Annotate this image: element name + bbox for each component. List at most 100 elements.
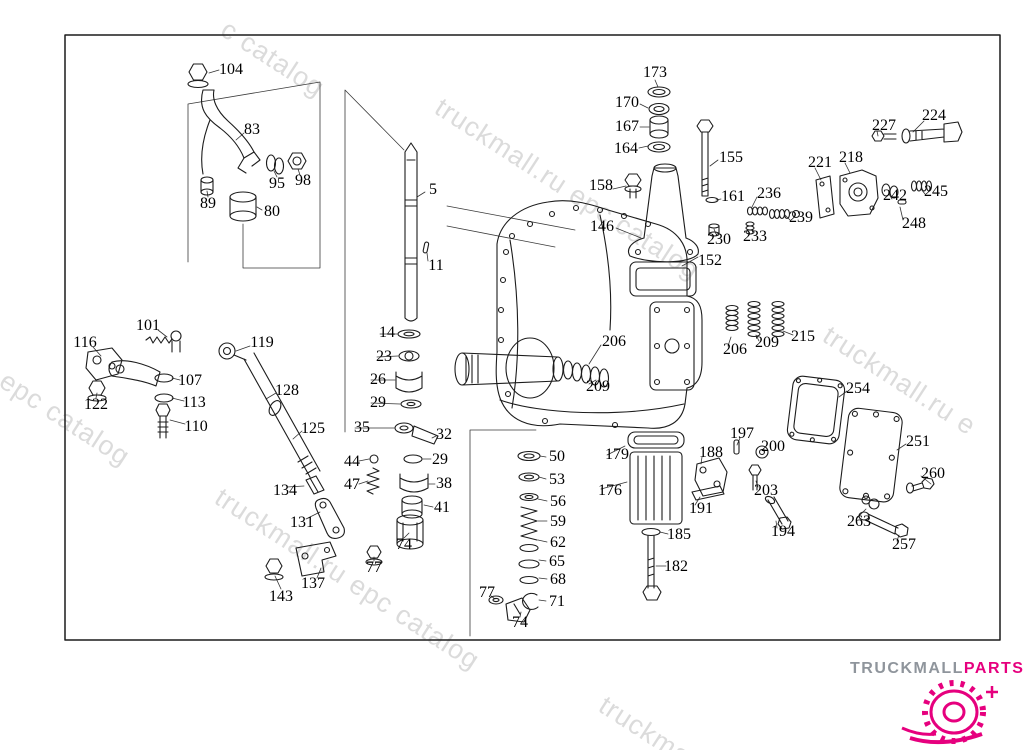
part-number-label: 59 xyxy=(550,513,566,530)
part-number-label: 155 xyxy=(719,149,743,166)
part-number-label: 263 xyxy=(847,513,871,530)
part-number-label: 188 xyxy=(699,444,723,461)
part-number-label: 32 xyxy=(436,426,452,443)
part-number-label: 230 xyxy=(707,231,731,248)
part-number-label: 254 xyxy=(846,380,870,397)
part-number-label: 125 xyxy=(301,420,325,437)
part-number-label: 260 xyxy=(921,465,945,482)
part-number-label: 47 xyxy=(344,476,360,493)
part-number-label: 35 xyxy=(354,419,370,436)
part-number-label: 209 xyxy=(755,334,779,351)
part-number-label: 83 xyxy=(244,121,260,138)
part-number-label: 161 xyxy=(721,188,745,205)
part-number-label: 176 xyxy=(598,482,622,499)
part-number-label: 146 xyxy=(590,218,614,235)
part-number-label: 131 xyxy=(290,514,314,531)
detent-springs-art xyxy=(725,300,785,338)
part-number-label: 239 xyxy=(789,209,813,226)
part-number-label: 110 xyxy=(184,418,208,435)
part-number-label: 65 xyxy=(549,553,565,570)
part-number-label: 77 xyxy=(479,584,495,601)
shift-tower-art xyxy=(624,86,714,297)
part-number-label: 122 xyxy=(84,396,108,413)
part-number-label: 200 xyxy=(761,438,785,455)
part-number-label: 23 xyxy=(376,348,392,365)
part-number-label: 80 xyxy=(264,203,280,220)
part-number-label: 74 xyxy=(396,536,412,553)
part-number-label: 95 xyxy=(269,175,285,192)
part-number-label: 257 xyxy=(892,536,916,553)
interlock-housing-art xyxy=(815,121,963,219)
part-number-label: 5 xyxy=(429,181,437,198)
part-number-label: 29 xyxy=(370,394,386,411)
part-number-label: 203 xyxy=(754,482,778,499)
part-number-label: 107 xyxy=(178,372,202,389)
part-number-label: 206 xyxy=(602,333,626,350)
part-number-label: 14 xyxy=(379,324,395,341)
part-number-label: 74 xyxy=(512,614,528,631)
washer-spring-column-art xyxy=(488,450,541,623)
gearbox-housing-art xyxy=(495,200,703,429)
part-number-label: 167 xyxy=(615,118,639,135)
linkage-lever-art xyxy=(85,330,345,581)
part-number-label: 245 xyxy=(924,183,948,200)
part-number-label: 53 xyxy=(549,471,565,488)
part-number-label: 128 xyxy=(275,382,299,399)
part-number-label: 98 xyxy=(295,172,311,189)
part-number-label: 185 xyxy=(667,526,691,543)
shifter-cover-art xyxy=(627,431,792,601)
part-number-label: 170 xyxy=(615,94,639,111)
part-number-label: 197 xyxy=(730,425,754,442)
part-number-label: 101 xyxy=(136,317,160,334)
part-number-label: 182 xyxy=(664,558,688,575)
part-number-label: 164 xyxy=(614,140,638,157)
part-number-label: 62 xyxy=(550,534,566,551)
part-number-label: 41 xyxy=(434,499,450,516)
part-number-label: 221 xyxy=(808,154,832,171)
part-number-label: 158 xyxy=(589,177,613,194)
part-number-label: 137 xyxy=(301,575,325,592)
fork-and-washer-stack-art xyxy=(365,329,439,566)
part-number-label: 56 xyxy=(550,493,566,510)
part-number-label: 218 xyxy=(839,149,863,166)
part-number-label: 29 xyxy=(432,451,448,468)
part-number-label: 113 xyxy=(182,394,206,411)
brand-logo: TRUCKMALLPARTS xyxy=(850,660,1023,750)
part-number-label: 194 xyxy=(771,523,795,540)
brand-name: TRUCKMALL xyxy=(850,660,964,677)
part-number-label: 224 xyxy=(922,107,946,124)
detent-pin-parts-art xyxy=(705,196,801,237)
part-number-label: 68 xyxy=(550,571,566,588)
brand-gear-icon xyxy=(901,680,998,745)
part-number-label: 215 xyxy=(791,328,815,345)
part-number-label: 191 xyxy=(689,500,713,517)
part-number-label: 209 xyxy=(586,378,610,395)
part-number-label: 179 xyxy=(605,446,629,463)
part-number-label: 71 xyxy=(549,593,565,610)
part-number-label: 173 xyxy=(643,64,667,81)
part-number-label: 152 xyxy=(698,252,722,269)
brand-logo-text: TRUCKMALLPARTS xyxy=(850,660,1023,678)
part-number-label: 233 xyxy=(743,228,767,245)
part-number-label: 251 xyxy=(906,433,930,450)
part-number-label: 143 xyxy=(269,588,293,605)
part-number-label: 11 xyxy=(428,257,444,274)
part-number-label: 134 xyxy=(273,482,297,499)
cover-plates-art xyxy=(786,375,935,538)
brand-name-accent: PARTS xyxy=(963,660,1024,677)
part-number-label: 248 xyxy=(902,215,926,232)
part-number-label: 116 xyxy=(73,334,97,351)
diagram-frame-border xyxy=(64,34,1001,641)
output-shaft-art xyxy=(454,352,610,388)
part-number-label: 242 xyxy=(883,187,907,204)
part-number-label: 50 xyxy=(549,448,565,465)
part-number-label: 236 xyxy=(757,185,781,202)
part-number-label: 227 xyxy=(872,117,896,134)
selector-lever-art xyxy=(187,63,307,222)
shift-rail-art xyxy=(404,142,430,322)
part-number-label: 38 xyxy=(436,475,452,492)
part-number-label: 26 xyxy=(370,371,386,388)
part-number-label: 104 xyxy=(219,61,243,78)
